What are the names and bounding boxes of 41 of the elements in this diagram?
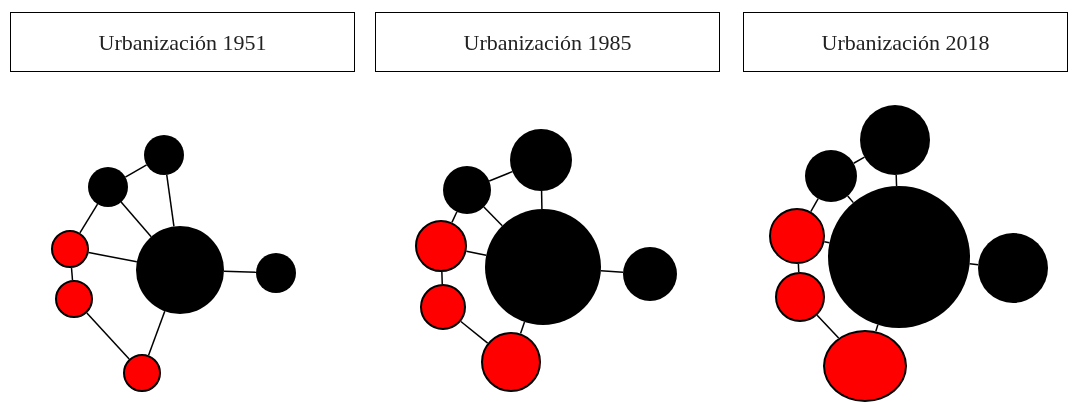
circle-node [805, 150, 857, 202]
highlighted-circle [123, 354, 161, 392]
circle-node [144, 135, 184, 175]
connector-line [451, 211, 458, 224]
connector-line [70, 267, 74, 281]
connector-line [488, 170, 513, 182]
highlighted-circle [51, 230, 89, 268]
highlighted-circle [481, 332, 541, 392]
connector-line [968, 263, 979, 266]
connector-line [483, 206, 503, 227]
circle-node [443, 166, 491, 214]
circle-node [256, 253, 296, 293]
connector-line [166, 174, 175, 228]
connector-line [87, 251, 138, 263]
title-box: Urbanización 2018 [743, 12, 1068, 72]
title-box: Urbanización 1951 [10, 12, 355, 72]
highlighted-circle [415, 220, 467, 272]
connector-line [147, 310, 166, 356]
highlighted-circle [55, 280, 93, 318]
connector-line [823, 240, 831, 244]
connector-line [223, 270, 257, 274]
connector-line [86, 312, 130, 360]
connector-line [465, 250, 487, 257]
connector-line [519, 321, 526, 335]
connector-line [846, 195, 855, 204]
connector-line [79, 203, 99, 234]
connector-line [810, 197, 819, 213]
connector-line [600, 270, 624, 273]
connector-line [852, 156, 866, 164]
connector-line [441, 271, 443, 285]
title-box: Urbanización 1985 [375, 12, 720, 72]
connector-line [540, 190, 543, 210]
highlighted-circle [769, 208, 825, 264]
connector-line [124, 164, 148, 178]
highlighted-circle [420, 284, 466, 330]
connector-line [460, 320, 489, 344]
highlighted-circle [775, 272, 825, 322]
connector-line [816, 314, 840, 339]
circle-node [88, 167, 128, 207]
circle-node [623, 247, 677, 301]
connector-line [120, 201, 152, 238]
